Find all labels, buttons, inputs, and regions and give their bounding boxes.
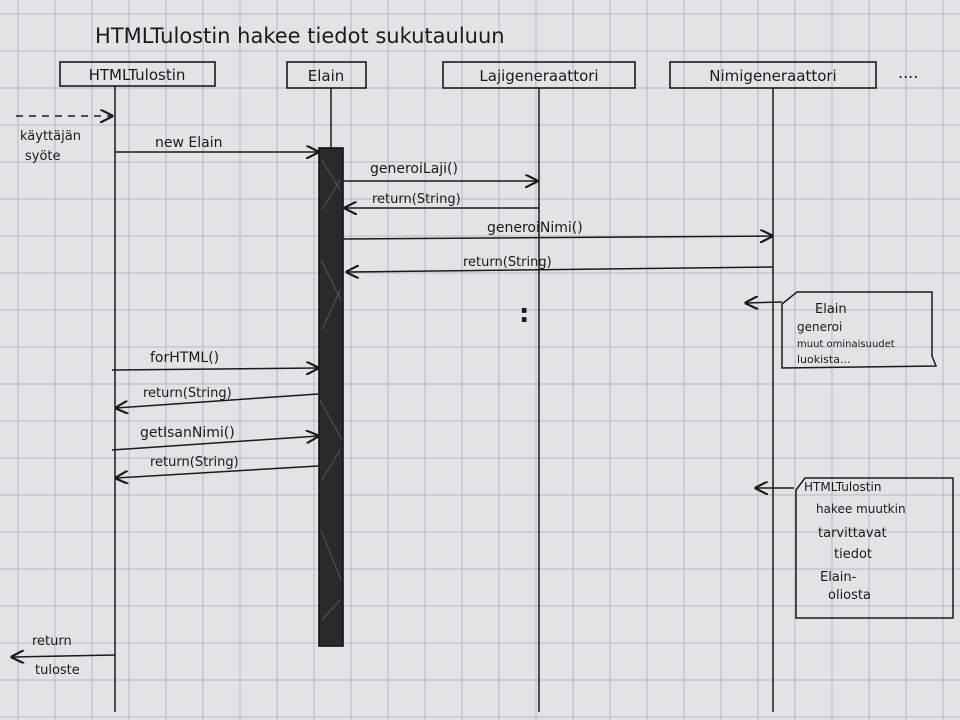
- participant-label: Nimigeneraattori: [709, 67, 836, 85]
- message-return-arrow: [347, 267, 774, 272]
- message-generoilaji: generoiLaji(): [370, 161, 458, 177]
- participant-label: Elain: [308, 67, 345, 85]
- note-line: muut ominaisuudet: [797, 339, 895, 350]
- message-return-isannimi: return(String): [150, 455, 239, 470]
- message-return-forhtml: return(String): [143, 386, 232, 401]
- note-line: Elain: [815, 302, 847, 317]
- note-line: HTMLTulostin: [804, 480, 881, 494]
- activation-bar-elain: [318, 147, 344, 647]
- message-new-elain: new Elain: [155, 135, 222, 151]
- message-return-arrow: [116, 393, 319, 408]
- participant-label: HTMLTulostin: [89, 66, 186, 84]
- message-getisannimi: getIsanNimi(): [140, 425, 235, 441]
- message-return-nimi: return(String): [463, 255, 552, 270]
- final-return-label-line1: return: [32, 634, 72, 649]
- note-line: oliosta: [828, 588, 871, 603]
- note-line: Elain-: [820, 570, 857, 585]
- user-input-label-line1: käyttäjän: [20, 129, 81, 144]
- note-elain: Elain generoi muut ominaisuudet luokista…: [746, 291, 938, 369]
- note-line: tiedot: [834, 547, 872, 562]
- note-line: tarvittavat: [818, 526, 887, 541]
- note-line: luokista...: [797, 353, 850, 366]
- note-htmltulostin: HTMLTulostin hakee muutkin tarvittavat t…: [756, 477, 954, 619]
- user-input-label-line2: syöte: [25, 149, 61, 164]
- message-arrow: [111, 436, 318, 451]
- message-return-laji: return(String): [372, 192, 461, 207]
- participant-label: Lajigeneraattori: [479, 67, 598, 85]
- diagram-title: HTMLTulostin hakee tiedot sukutauluun: [95, 24, 505, 48]
- participant-lajigeneraattori: Lajigeneraattori: [442, 61, 636, 89]
- participant-elain: Elain: [286, 61, 367, 89]
- message-forhtml: forHTML(): [150, 350, 219, 366]
- final-return-label-line2: tuloste: [35, 663, 80, 678]
- message-arrow: [111, 368, 318, 370]
- message-generoinimi: generoiNimi(): [487, 220, 583, 236]
- continuation-dots: :: [519, 299, 529, 329]
- participant-nimigeneraattori: Nimigeneraattori: [669, 61, 877, 89]
- note-line: hakee muutkin: [816, 502, 906, 516]
- participant-htmltulostin: HTMLTulostin: [59, 61, 216, 87]
- note-line: generoi: [797, 320, 842, 334]
- message-return-arrow: [116, 465, 319, 478]
- message-arrow: [342, 236, 772, 239]
- note-connector: [746, 302, 783, 303]
- more-participants: ....: [898, 63, 918, 82]
- final-return-arrow: [12, 655, 116, 657]
